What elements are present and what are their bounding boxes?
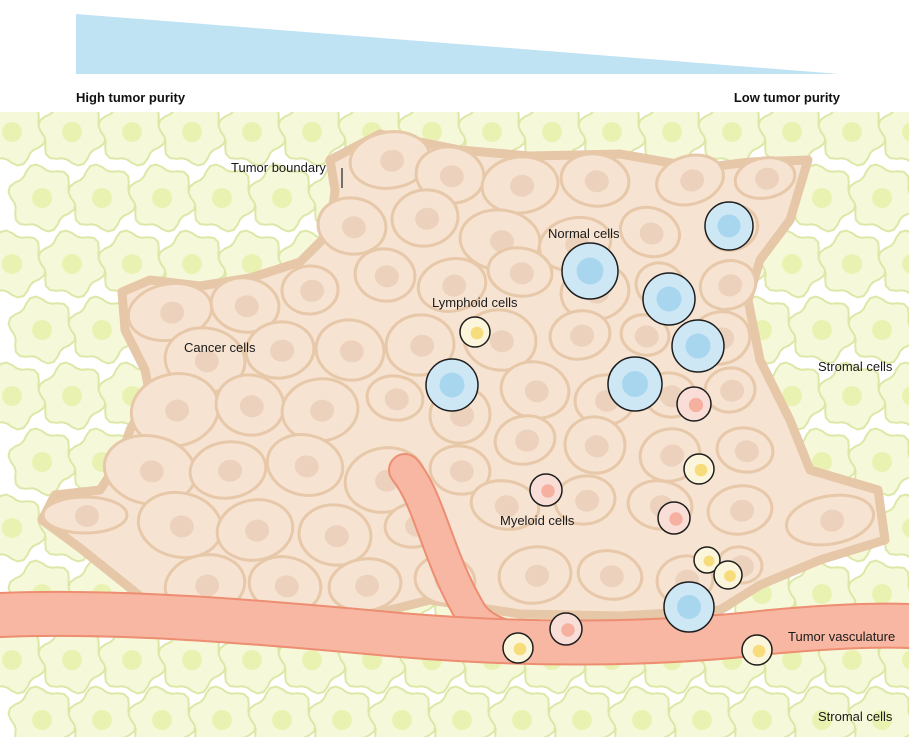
stromal-nucleus xyxy=(122,254,142,274)
stromal-nucleus xyxy=(62,122,82,142)
stromal-nucleus xyxy=(842,122,862,142)
myeloid-cell-nucleus xyxy=(689,398,703,412)
myeloid-cell-nucleus xyxy=(561,623,574,636)
normal-cell-nucleus xyxy=(440,373,465,398)
stromal-nucleus xyxy=(602,122,622,142)
stromal-nucleus xyxy=(812,320,832,340)
lymphoid-cells-label: Lymphoid cells xyxy=(432,295,518,310)
normal-cell-nucleus xyxy=(577,258,604,285)
stromal-nucleus xyxy=(452,710,472,730)
stromal-nucleus xyxy=(32,320,52,340)
stromal-nucleus xyxy=(242,122,262,142)
lymphoid-cell-nucleus xyxy=(471,327,484,340)
stromal-nucleus xyxy=(62,386,82,406)
stromal-nucleus xyxy=(872,188,892,208)
stromal-nucleus xyxy=(62,650,82,670)
stromal-nucleus xyxy=(242,650,262,670)
stromal-nucleus xyxy=(62,254,82,274)
lymphoid-cell-nucleus xyxy=(695,464,708,477)
purity-gradient-wedge xyxy=(76,14,840,74)
normal-cells-label: Normal cells xyxy=(548,226,620,241)
stromal-nucleus xyxy=(752,710,772,730)
tumor-vasculature-label: Tumor vasculature xyxy=(788,629,895,644)
stromal-nucleus xyxy=(2,518,22,538)
stromal-nucleus xyxy=(812,188,832,208)
stromal-nucleus xyxy=(722,122,742,142)
stromal-nucleus xyxy=(2,122,22,142)
stromal-nucleus xyxy=(182,122,202,142)
stromal-nucleus xyxy=(512,710,532,730)
tumor-boundary-label: Tumor boundary xyxy=(231,160,326,175)
stromal-nucleus xyxy=(152,188,172,208)
stromal-nucleus xyxy=(122,122,142,142)
myeloid-cell-nucleus xyxy=(541,484,554,497)
stromal-nucleus xyxy=(632,710,652,730)
stromal-nucleus xyxy=(872,320,892,340)
stromal-nucleus xyxy=(32,452,52,472)
stromal-nucleus xyxy=(152,710,172,730)
stromal-nucleus xyxy=(2,386,22,406)
stromal-nucleus xyxy=(92,188,112,208)
stromal-nucleus xyxy=(542,122,562,142)
low-purity-label: Low tumor purity xyxy=(734,90,841,105)
normal-cell-nucleus xyxy=(622,371,648,397)
cancer-nucleus xyxy=(75,505,99,527)
stromal-nucleus xyxy=(302,650,322,670)
myeloid-cells-label: Myeloid cells xyxy=(500,513,575,528)
stromal-nucleus xyxy=(2,254,22,274)
stromal-nucleus xyxy=(32,188,52,208)
lymphoid-cell-nucleus xyxy=(704,556,715,567)
high-purity-label: High tumor purity xyxy=(76,90,186,105)
stromal-nucleus xyxy=(182,254,202,274)
stromal-nucleus xyxy=(782,122,802,142)
stromal-nucleus xyxy=(92,320,112,340)
stromal-nucleus xyxy=(122,650,142,670)
stromal-nucleus xyxy=(842,254,862,274)
stromal-nucleus xyxy=(212,710,232,730)
lymphoid-cell-nucleus xyxy=(753,645,766,658)
stromal-nucleus xyxy=(872,452,892,472)
stromal-nucleus xyxy=(692,710,712,730)
stromal-nucleus xyxy=(842,650,862,670)
myeloid-cell-nucleus xyxy=(669,512,682,525)
stromal-nucleus xyxy=(842,386,862,406)
stromal-nucleus xyxy=(332,710,352,730)
lymphoid-cell-nucleus xyxy=(514,643,527,656)
stromal-nucleus xyxy=(272,710,292,730)
cancer-cell xyxy=(43,497,127,533)
normal-cell-nucleus xyxy=(677,595,701,619)
stromal-nucleus xyxy=(272,188,292,208)
stromal-nucleus xyxy=(482,122,502,142)
stromal-nucleus xyxy=(212,188,232,208)
stromal-cells-bottom-label: Stromal cells xyxy=(818,709,893,724)
stromal-nucleus xyxy=(392,710,412,730)
stromal-nucleus xyxy=(572,710,592,730)
stromal-nucleus xyxy=(662,122,682,142)
stromal-nucleus xyxy=(812,584,832,604)
stromal-nucleus xyxy=(182,650,202,670)
stromal-cells-right-label: Stromal cells xyxy=(818,359,893,374)
normal-cell-nucleus xyxy=(717,214,740,237)
cancer-cells-label: Cancer cells xyxy=(184,340,256,355)
stromal-nucleus xyxy=(302,122,322,142)
lymphoid-cell-nucleus xyxy=(724,570,736,582)
normal-cell-nucleus xyxy=(657,287,682,312)
stromal-nucleus xyxy=(32,710,52,730)
stromal-nucleus xyxy=(2,650,22,670)
stromal-nucleus xyxy=(92,710,112,730)
normal-cell-nucleus xyxy=(686,334,711,359)
stromal-nucleus xyxy=(872,584,892,604)
stromal-nucleus xyxy=(782,254,802,274)
